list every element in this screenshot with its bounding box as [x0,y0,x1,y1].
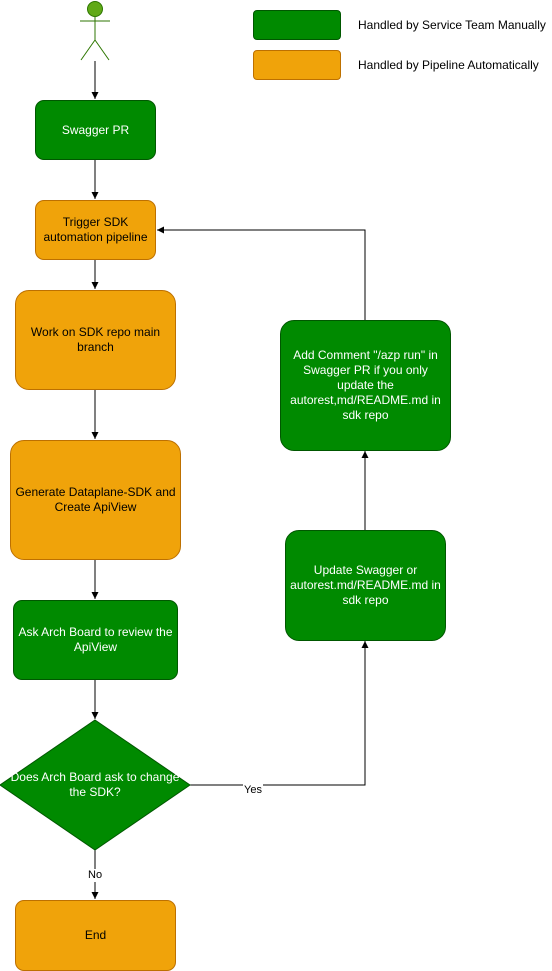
node-update-swagger: Update Swagger or autorest.md/README.md … [285,530,446,641]
legend-automatic-label: Handled by Pipeline Automatically [358,58,539,72]
decision-diamond [0,719,191,851]
legend-manual-label: Handled by Service Team Manually [358,18,546,32]
edge-comment-to-trigger [157,226,366,320]
node-add-comment: Add Comment "/azp run" in Swagger PR if … [280,320,451,451]
node-decision-label: Does Arch Board ask to change the SDK? [10,770,180,799]
edge-label-yes: Yes [243,784,263,797]
node-swagger-pr: Swagger PR [35,100,156,160]
legend-automatic-swatch [253,50,341,80]
node-generate-sdk: Generate Dataplane-SDK and Create ApiVie… [10,440,181,560]
actor-icon [80,1,110,61]
node-end: End [15,900,176,971]
node-work-on-repo: Work on SDK repo main branch [15,290,176,390]
node-ask-arch-board: Ask Arch Board to review the ApiView [13,600,178,680]
edge-decision-yes-to-update [190,641,369,786]
edge-label-no: No [87,869,104,882]
legend-manual-swatch [253,10,341,40]
node-trigger-pipeline: Trigger SDK automation pipeline [35,200,156,260]
